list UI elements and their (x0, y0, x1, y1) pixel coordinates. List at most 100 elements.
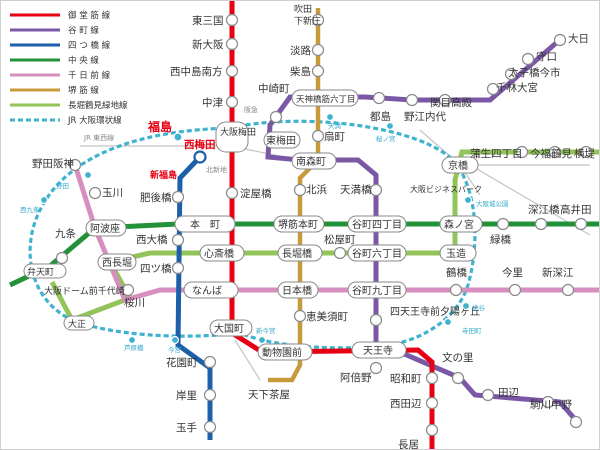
station-node[interactable] (521, 52, 535, 66)
station-node[interactable] (369, 361, 383, 375)
station-node[interactable] (508, 283, 522, 297)
station-box-higashi-umeda[interactable] (263, 131, 301, 149)
station-node[interactable] (88, 186, 102, 200)
station-box-awaza[interactable] (85, 219, 127, 237)
station-node[interactable] (541, 395, 555, 409)
station-box-minamimorimachi[interactable] (291, 152, 337, 170)
station-node[interactable] (369, 183, 383, 197)
station-node[interactable] (496, 217, 510, 231)
station-box-taisho[interactable] (63, 315, 95, 331)
station-node[interactable] (561, 283, 575, 297)
station-node[interactable] (171, 261, 185, 275)
station-box-tennoji[interactable] (351, 341, 407, 359)
loop-label: 芦原橋 (124, 343, 144, 352)
station-box-hommachi[interactable] (174, 215, 236, 233)
station-node[interactable] (55, 251, 69, 265)
loop-node-noda[interactable] (83, 170, 93, 180)
station-node[interactable] (425, 423, 439, 437)
station-node[interactable] (486, 82, 500, 96)
station-node[interactable] (405, 93, 419, 107)
station-node[interactable] (548, 145, 562, 159)
station-box-dobutsuen[interactable] (257, 343, 313, 361)
station-box-namba[interactable] (183, 281, 239, 299)
station-node[interactable] (203, 355, 217, 369)
station-box-nippombashi[interactable] (277, 281, 319, 299)
station-node[interactable] (311, 129, 325, 143)
station-box-tenroku[interactable] (291, 89, 359, 107)
station-node[interactable] (372, 91, 386, 105)
station-box-sakaisuji-hommachi[interactable] (273, 215, 325, 233)
station-label: 長居 (398, 439, 419, 450)
station-node[interactable] (121, 283, 135, 297)
station-label: 日本橋 (282, 284, 312, 297)
station-label: 心斎橋 (204, 247, 234, 260)
loop-node-temma[interactable] (325, 112, 335, 122)
station-node[interactable] (481, 388, 495, 402)
station-node[interactable] (369, 313, 383, 327)
legend: 御 堂 筋 線 谷 町 線 四 つ 橋 線 中 央 線 千 日 前 線 堺 筋 … (10, 10, 128, 126)
station-node[interactable] (203, 420, 217, 434)
station-node[interactable] (425, 371, 439, 385)
station-box-nagahoribashi[interactable] (277, 244, 323, 262)
station-label: 中津 (202, 96, 223, 109)
station-node[interactable] (293, 309, 307, 323)
loop-node-momodani[interactable] (461, 301, 471, 311)
station-node[interactable] (449, 283, 463, 297)
loop-node-sakuranomiya[interactable] (385, 121, 395, 131)
station-node[interactable] (225, 13, 239, 27)
station-node[interactable] (225, 64, 239, 78)
station-box-tanimachi4[interactable] (347, 215, 407, 233)
station-node[interactable] (504, 67, 518, 81)
station-node[interactable] (311, 13, 325, 27)
station-node[interactable] (451, 371, 465, 385)
station-label: 天満橋 (340, 183, 372, 196)
station-node[interactable] (225, 37, 239, 51)
loop-node-teradacho[interactable] (443, 317, 453, 327)
station-box-bentencho[interactable] (23, 263, 67, 279)
station-node[interactable] (311, 43, 325, 57)
station-node[interactable] (425, 396, 439, 410)
loop-node-nishikujo[interactable] (39, 195, 49, 205)
station-label: 弁天町 (27, 266, 54, 278)
station-node[interactable] (333, 246, 347, 260)
station-box-morinomiya[interactable] (439, 215, 483, 233)
station-box-nishinagahori[interactable] (97, 253, 137, 271)
station-box-kyobashi[interactable] (441, 156, 479, 174)
loop-node-shin-imamiya[interactable] (257, 335, 267, 345)
legend-label-yotsubashi: 四 つ 橋 線 (68, 40, 111, 51)
station-node[interactable] (438, 93, 452, 107)
station-node[interactable] (68, 158, 82, 172)
station-node[interactable] (311, 64, 325, 78)
station-box-tamatsukuri[interactable] (439, 244, 477, 262)
station-node[interactable] (574, 217, 588, 231)
loop-node-osakajokoen[interactable] (463, 195, 473, 205)
station-box-daikokucho[interactable] (209, 319, 253, 337)
loop-node-imamiya[interactable] (170, 335, 180, 345)
station-box-tanimachi6[interactable] (347, 244, 407, 262)
station-node[interactable] (225, 186, 239, 200)
station-node[interactable] (515, 145, 529, 159)
station-box-umeda[interactable] (215, 121, 249, 153)
loop-node-fukushima[interactable] (173, 132, 183, 142)
station-label: 東梅田 (266, 134, 296, 147)
station-node-nishiumeda[interactable] (193, 150, 207, 164)
station-node[interactable] (553, 33, 567, 47)
station-label: 玉手 (176, 421, 197, 434)
station-label-shinfukushima: 新福島 (150, 169, 177, 181)
station-node[interactable] (534, 217, 548, 231)
station-node[interactable] (269, 110, 283, 124)
station-node[interactable] (225, 95, 239, 109)
station-label: 野江内代 (404, 110, 446, 123)
legend-label-loop: JR 大阪環状線 (67, 115, 122, 126)
station-box-shinsaibashi[interactable] (199, 244, 245, 262)
station-node[interactable] (203, 388, 217, 402)
station-node[interactable] (171, 233, 185, 247)
station-node[interactable] (579, 145, 593, 159)
loop-node-ashiharabashi[interactable] (127, 335, 137, 345)
station-node[interactable] (293, 183, 307, 197)
station-label: 本 町 (190, 218, 220, 231)
station-box-tanimachi9[interactable] (347, 281, 407, 299)
station-node[interactable] (569, 415, 583, 429)
legend-label-nagahori: 長堀鶴見緑地線 (68, 100, 128, 111)
station-node[interactable] (171, 190, 185, 204)
